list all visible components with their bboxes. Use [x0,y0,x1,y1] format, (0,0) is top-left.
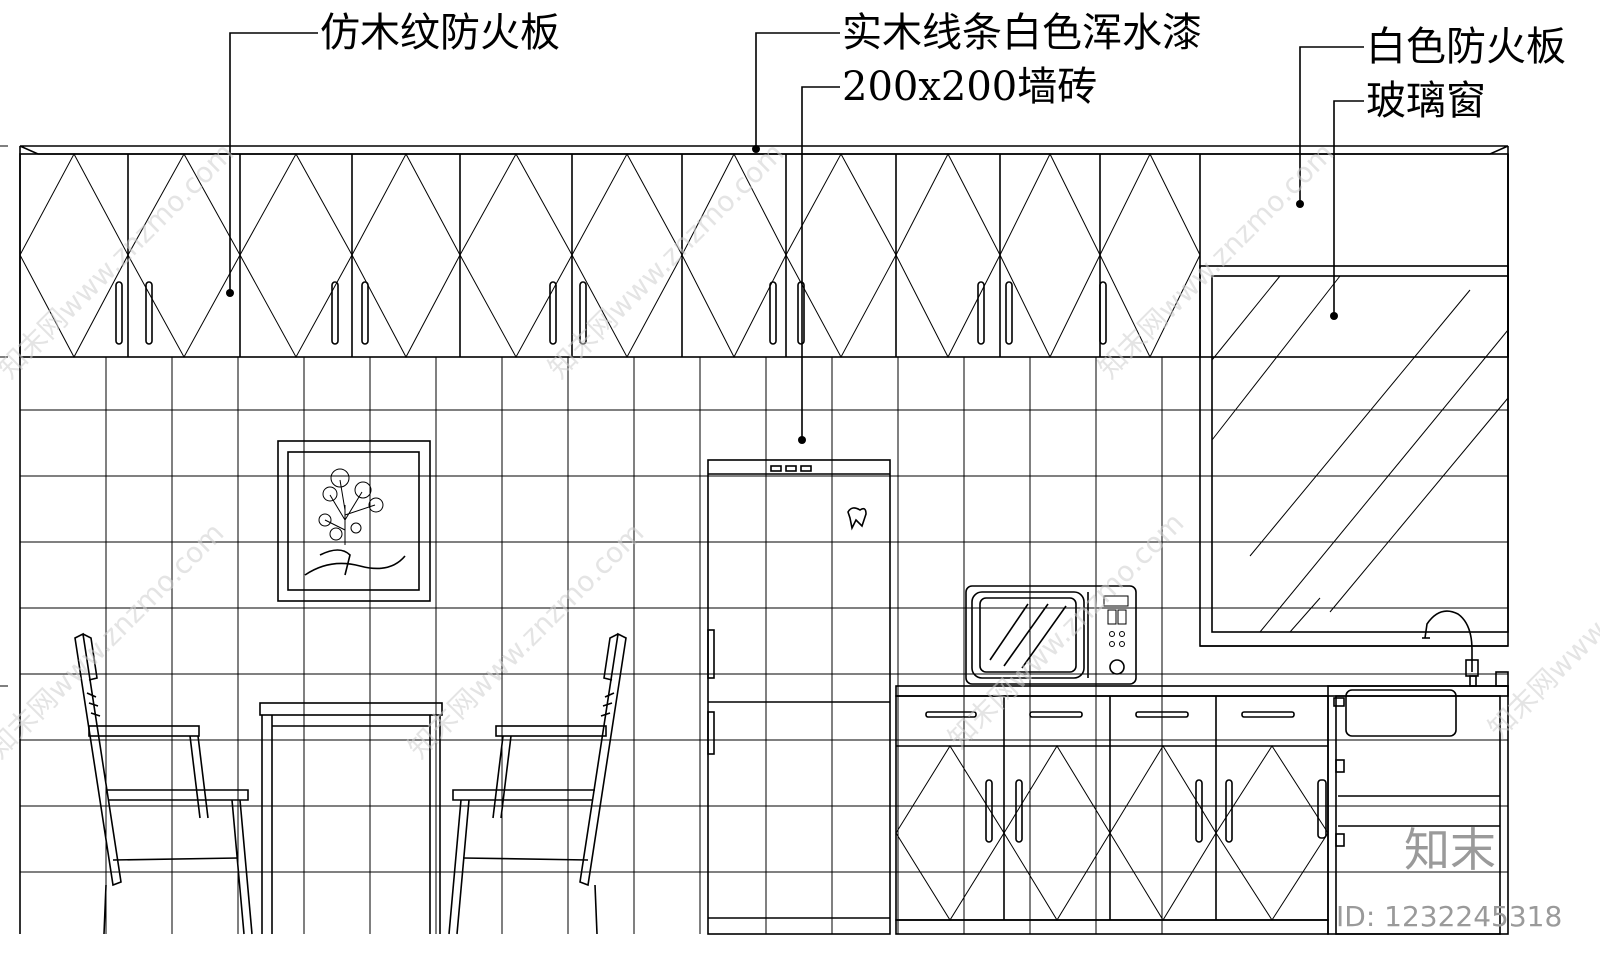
framed-picture [277,440,431,602]
glass-reflection-line [1259,329,1509,633]
cabinet-handle [331,281,339,345]
door-diamond-panel [351,152,461,359]
cabinet-handle [579,281,587,345]
door-diamond-panel [19,152,129,359]
glass-window [1199,265,1509,647]
drawer-handle [1135,711,1189,718]
cabinet-handle [361,281,369,345]
base-door-handle [1225,779,1233,843]
base-door-diamond-panel [1109,745,1217,921]
cabinet-handle [145,281,153,345]
glass-reflection-line [1211,275,1281,361]
dining-chair-right [448,632,627,935]
cabinet-handle [1005,281,1013,345]
microwave-oven [965,585,1137,685]
left-dimension-ticks [0,145,8,687]
watermark-text: 知末网www.znzmo.com [0,136,240,385]
base-cabinet [895,610,1509,935]
watermark-text: 知末网www.znzmo.com [0,516,230,765]
window-glass-reflection [1211,275,1509,633]
door-diamond-panel [571,152,683,359]
drawing-id: ID: 1232245318 [1336,900,1562,933]
door-diamond-panel [459,152,573,359]
label-glass-window: 玻璃窗 [1366,78,1486,124]
cabinet-handle [115,281,123,345]
label-solid-wood-trim: 实木线条白色浑水漆 [842,10,1202,56]
drawer-handle [1241,711,1295,718]
base-cabinet-doors [895,745,1329,921]
annotation-leaders [226,32,1364,444]
door-diamond-panel [999,152,1101,359]
cabinet-handle [769,281,777,345]
refrigerator [707,459,891,935]
door-diamond-panel [127,152,241,359]
door-diamond-panel [785,152,897,359]
upper-cabinets [19,145,1509,359]
drawer-handle [1029,711,1083,718]
watermark-text: 知末网www.znzmo.com [1482,496,1600,745]
drawer-handle [925,711,977,718]
door-diamond-panel [1099,152,1201,359]
drawer-handles [925,711,1295,718]
door-diamond-panel [895,152,1001,359]
glass-reflection-line [1289,597,1321,633]
wall-tile-grid [19,357,1508,934]
cabinet-handle [977,281,985,345]
cabinet-handle [797,281,805,345]
cabinet-handle [1099,281,1107,345]
base-door-diamond-panel [895,745,1005,921]
label-wall-tile: 200x200墙砖 [842,64,1097,110]
label-wood-grain-board: 仿木纹防火板 [320,10,560,56]
base-door-handle [985,779,993,843]
base-door-handle [1015,779,1023,843]
glass-reflection-line [1329,397,1509,613]
door-diamond-panel [681,152,787,359]
label-white-fire-board: 白色防火板 [1366,24,1566,70]
door-diamond-panel [239,152,353,359]
brand-watermark: 知末 [1404,823,1496,877]
base-door-diamond-panel [1003,745,1111,921]
watermark-text: 知末网www.znzmo.com [402,516,651,765]
base-door-diamond-panel [1215,745,1329,921]
glass-reflection-line [1249,289,1471,557]
watermark-text: 知末网www.znzmo.com [542,136,791,385]
watermark-text: 知末网www.znzmo.com [1092,136,1341,385]
cabinet-handle [549,281,557,345]
dining-table [259,702,443,934]
dining-chair-left [74,632,253,935]
glass-reflection-line [1211,275,1341,441]
base-door-handle [1195,779,1203,843]
